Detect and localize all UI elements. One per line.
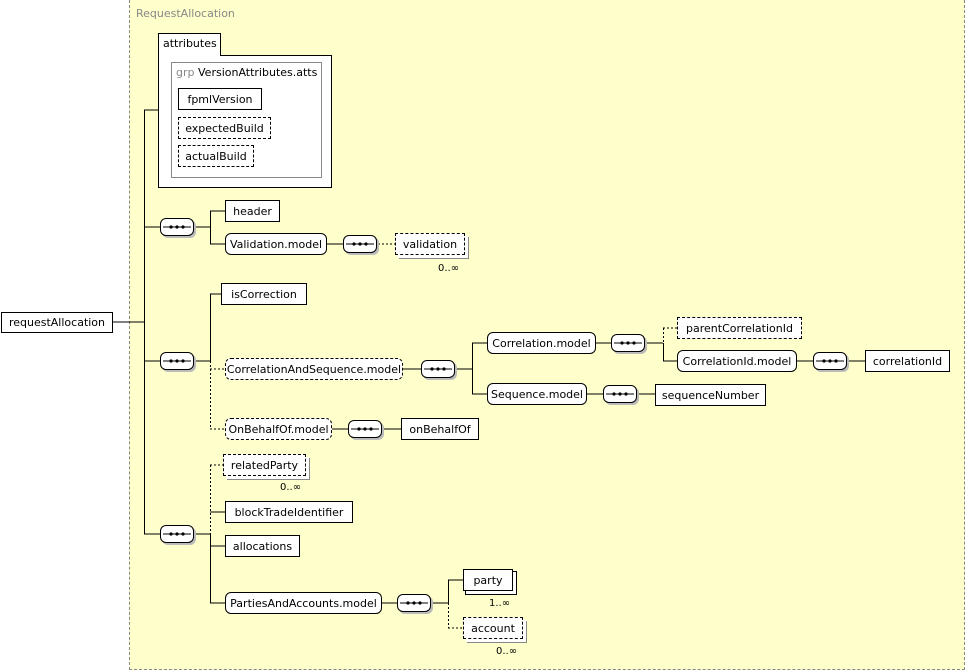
sequence-number-element[interactable]: sequenceNumber — [655, 384, 766, 406]
party-element[interactable]: party — [463, 569, 513, 591]
sequence-model-group[interactable]: Sequence.model — [487, 383, 587, 405]
container-title: RequestAllocation — [136, 7, 235, 20]
sequence-icon — [816, 359, 844, 363]
related-party-cardinality: 0..∞ — [280, 482, 302, 493]
request-allocation-element[interactable]: requestAllocation — [1, 312, 113, 333]
sequence-icon — [163, 532, 191, 536]
header-element[interactable]: header — [225, 200, 280, 222]
sequence-compositor-correlation-id[interactable] — [813, 352, 847, 370]
sequence-compositor-sequence[interactable] — [603, 385, 637, 403]
sequence-compositor-validation[interactable] — [343, 235, 377, 253]
sequence-compositor-3[interactable] — [160, 525, 194, 543]
account-element[interactable]: account — [463, 617, 523, 639]
sequence-icon — [614, 341, 642, 345]
actual-build-attribute[interactable]: actualBuild — [178, 145, 254, 167]
sequence-icon — [346, 242, 374, 246]
attributes-title: attributes — [163, 37, 217, 50]
sequence-icon — [351, 427, 379, 431]
sequence-compositor-parties-and-accounts[interactable] — [397, 594, 431, 612]
attributes-tab — [158, 33, 221, 56]
parties-and-accounts-model-group[interactable]: PartiesAndAccounts.model — [225, 592, 382, 614]
block-trade-identifier-element[interactable]: blockTradeIdentifier — [225, 501, 353, 523]
sequence-compositor-1[interactable] — [160, 218, 194, 236]
sequence-icon — [400, 601, 428, 605]
sequence-icon — [163, 359, 191, 363]
on-behalf-of-model-group[interactable]: OnBehalfOf.model — [225, 418, 332, 440]
expected-build-attribute[interactable]: expectedBuild — [178, 117, 271, 139]
fpml-version-attribute[interactable]: fpmlVersion — [178, 88, 262, 110]
sequence-compositor-2[interactable] — [160, 352, 194, 370]
version-attributes-group — [171, 62, 322, 178]
group-prefix: grp — [176, 66, 195, 79]
account-cardinality: 0..∞ — [496, 646, 518, 657]
correlation-id-element[interactable]: correlationId — [865, 350, 950, 372]
sequence-compositor-correlation-and-sequence[interactable] — [421, 360, 455, 378]
sequence-compositor-on-behalf-of[interactable] — [348, 420, 382, 438]
allocations-element[interactable]: allocations — [225, 535, 300, 557]
is-correction-element[interactable]: isCorrection — [221, 283, 307, 305]
sequence-icon — [424, 367, 452, 371]
validation-model-group[interactable]: Validation.model — [225, 233, 327, 255]
correlation-id-model-group[interactable]: CorrelationId.model — [677, 350, 797, 372]
related-party-element[interactable]: relatedParty — [223, 454, 306, 476]
group-name: VersionAttributes.atts — [198, 66, 318, 79]
sequence-icon — [606, 392, 634, 396]
validation-element[interactable]: validation — [395, 233, 465, 255]
on-behalf-of-element[interactable]: onBehalfOf — [401, 418, 479, 440]
correlation-model-group[interactable]: Correlation.model — [487, 332, 596, 354]
correlation-and-sequence-model-group[interactable]: CorrelationAndSequence.model — [225, 358, 403, 380]
party-cardinality: 1..∞ — [489, 598, 511, 609]
parent-correlation-id-element[interactable]: parentCorrelationId — [677, 317, 802, 339]
sequence-compositor-correlation[interactable] — [611, 334, 645, 352]
validation-cardinality: 0..∞ — [438, 263, 460, 274]
sequence-icon — [163, 225, 191, 229]
